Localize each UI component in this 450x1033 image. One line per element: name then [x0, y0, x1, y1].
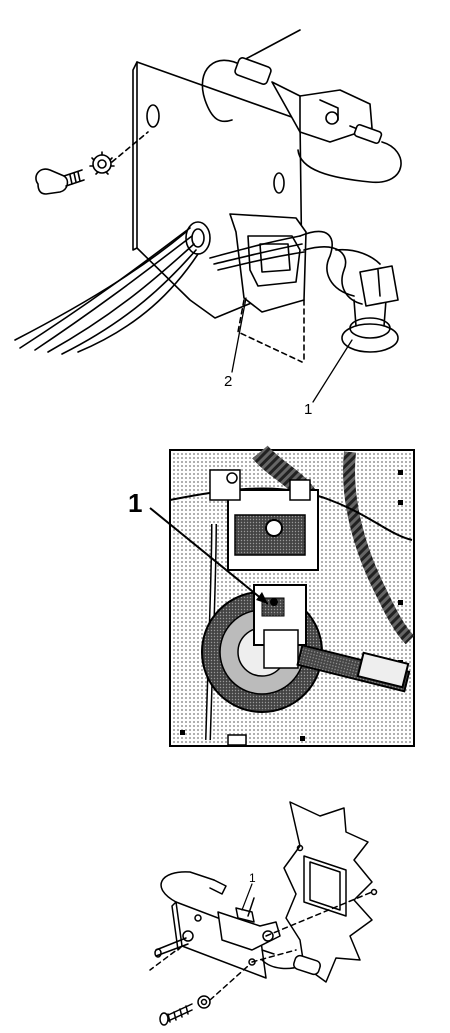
upper-connector	[234, 57, 272, 86]
star-washer-icon	[90, 152, 114, 174]
figure-2-photo: 1	[0, 440, 450, 760]
figure-3-drawing: 1	[0, 790, 450, 1033]
figure-1-exploded-view: 2 1	[0, 0, 450, 430]
callout-1: 1	[128, 488, 142, 518]
callout-1: 1	[304, 401, 312, 418]
callout-1: 1	[249, 871, 256, 885]
screw-icon	[36, 169, 84, 194]
screw-icon	[160, 1004, 192, 1025]
figure-2-drawing: 1	[0, 440, 450, 760]
washer-icon	[198, 996, 210, 1008]
figure-1-drawing: 2 1	[0, 0, 450, 430]
callout-2: 2	[224, 373, 232, 390]
wall-panel	[284, 802, 372, 982]
figure-3-exploded-view: 1	[0, 790, 450, 1033]
